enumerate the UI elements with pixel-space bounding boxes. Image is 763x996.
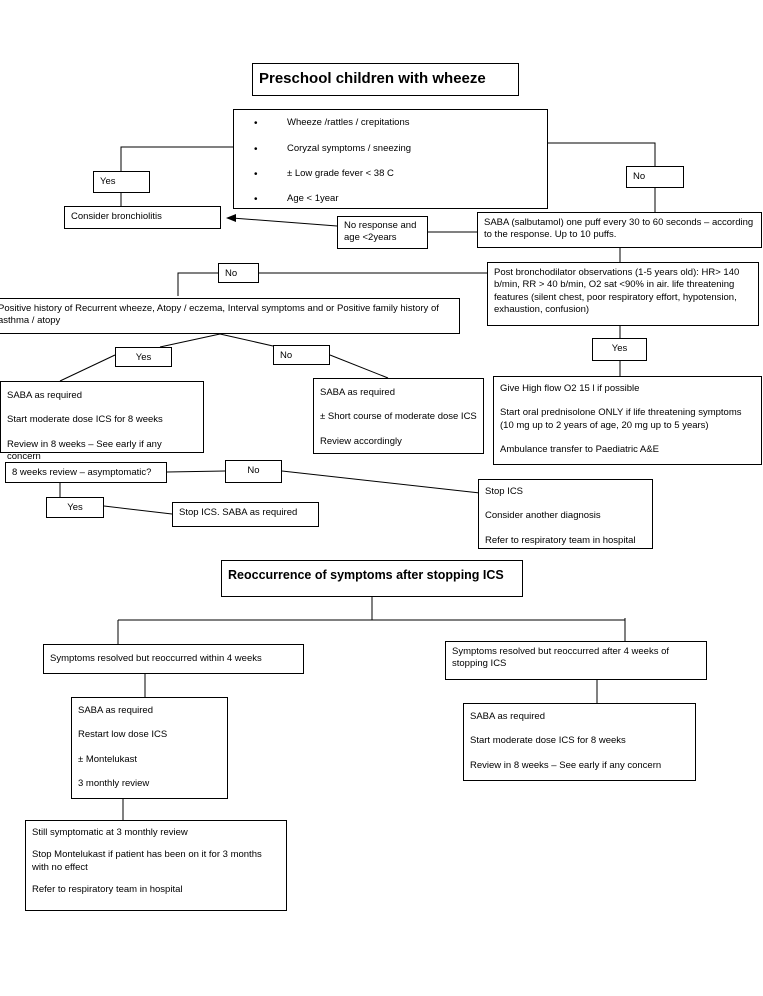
no-label: No [273, 345, 330, 365]
plan-line: Stop Montelukast if patient has been on … [32, 849, 262, 873]
plan-line: SABA as required [78, 705, 153, 716]
no-label: No [225, 460, 282, 483]
saba-trial-box: SABA (salbutamol) one puff every 30 to 6… [477, 212, 762, 248]
plan-line: ± Montelukast [78, 753, 138, 765]
plan-line: Start moderate dose ICS for 8 weeks [470, 735, 626, 747]
plan-line: Ambulance transfer to Paediatric A&E [500, 444, 659, 456]
plan-line: Consider another diagnosis [485, 510, 601, 522]
plan-line: Refer to respiratory team in hospital [32, 884, 183, 896]
criteria-item: Coryzal symptoms / sneezing [287, 143, 412, 154]
stop-ics-saba-box: Stop ICS. SABA as required [172, 502, 319, 527]
consider-bronchiolitis-box: Consider bronchiolitis [64, 206, 221, 229]
positive-history-box: Positive history of Recurrent wheeze, At… [0, 298, 460, 334]
within-plan-box: SABA as required Restart low dose ICS ± … [71, 697, 228, 799]
severe-plan-box: Give High flow O2 15 l if possible Start… [493, 376, 762, 465]
plan-line: Give High flow O2 15 l if possible [500, 383, 640, 394]
plan-line: Still symptomatic at 3 monthly review [32, 827, 188, 838]
plan-line: Stop ICS [485, 486, 524, 497]
plan-line: Refer to respiratory team in hospital [485, 534, 636, 546]
yes-label: Yes [46, 497, 104, 518]
plan-line: SABA as required [320, 387, 395, 398]
plan-line: Start moderate dose ICS for 8 weeks [7, 414, 163, 426]
review-8-weeks-box: 8 weeks review – asymptomatic? [5, 462, 167, 483]
no-label: No [626, 166, 684, 188]
bullet: • [254, 194, 258, 205]
plan-line: SABA as required [470, 711, 545, 722]
plan-line: Restart low dose ICS [78, 729, 168, 741]
bullet: • [254, 144, 258, 155]
plan-line: 3 monthly review [78, 778, 150, 790]
plan-line: Review in 8 weeks – See early if any con… [7, 438, 162, 463]
criteria-box: • Wheeze /rattles / crepitations • Coryz… [233, 109, 548, 209]
bullet: • [254, 169, 258, 180]
post-bronchodilator-box: Post bronchodilator observations (1-5 ye… [487, 262, 759, 326]
plan-line: Review accordingly [320, 435, 402, 447]
criteria-item: Age < 1year [287, 193, 339, 204]
no-plan-box: SABA as required ± Short course of moder… [313, 378, 484, 454]
stop-ics-plan-box: Stop ICS Consider another diagnosis Refe… [478, 479, 653, 549]
yes-label: Yes [592, 338, 647, 361]
bullet: • [254, 118, 258, 129]
criteria-item: ± Low grade fever < 38 C [287, 168, 394, 179]
plan-line: Start oral prednisolone ONLY if life thr… [500, 407, 742, 431]
criteria-item: Wheeze /rattles / crepitations [287, 117, 410, 128]
reoccurrence-title: Reoccurrence of symptoms after stopping … [221, 560, 523, 597]
page-title: Preschool children with wheeze [252, 63, 519, 96]
plan-line: ± Short course of moderate dose ICS [320, 411, 477, 423]
plan-line: SABA as required [7, 390, 82, 401]
yes-label: Yes [93, 171, 150, 193]
yes-plan-box: SABA as required Start moderate dose ICS… [0, 381, 204, 462]
after-plan-box: SABA as required Start moderate dose ICS… [463, 703, 696, 781]
still-symptomatic-box: Still symptomatic at 3 monthly review St… [25, 820, 287, 911]
no-label: No [218, 263, 259, 283]
yes-label: Yes [115, 347, 172, 367]
within-4-weeks-box: Symptoms resolved but reoccurred within … [43, 644, 304, 674]
plan-line: Review in 8 weeks – See early if any con… [470, 759, 662, 771]
after-4-weeks-box: Symptoms resolved but reoccurred after 4… [445, 641, 707, 680]
no-response-box: No response and age <2years [337, 216, 428, 249]
